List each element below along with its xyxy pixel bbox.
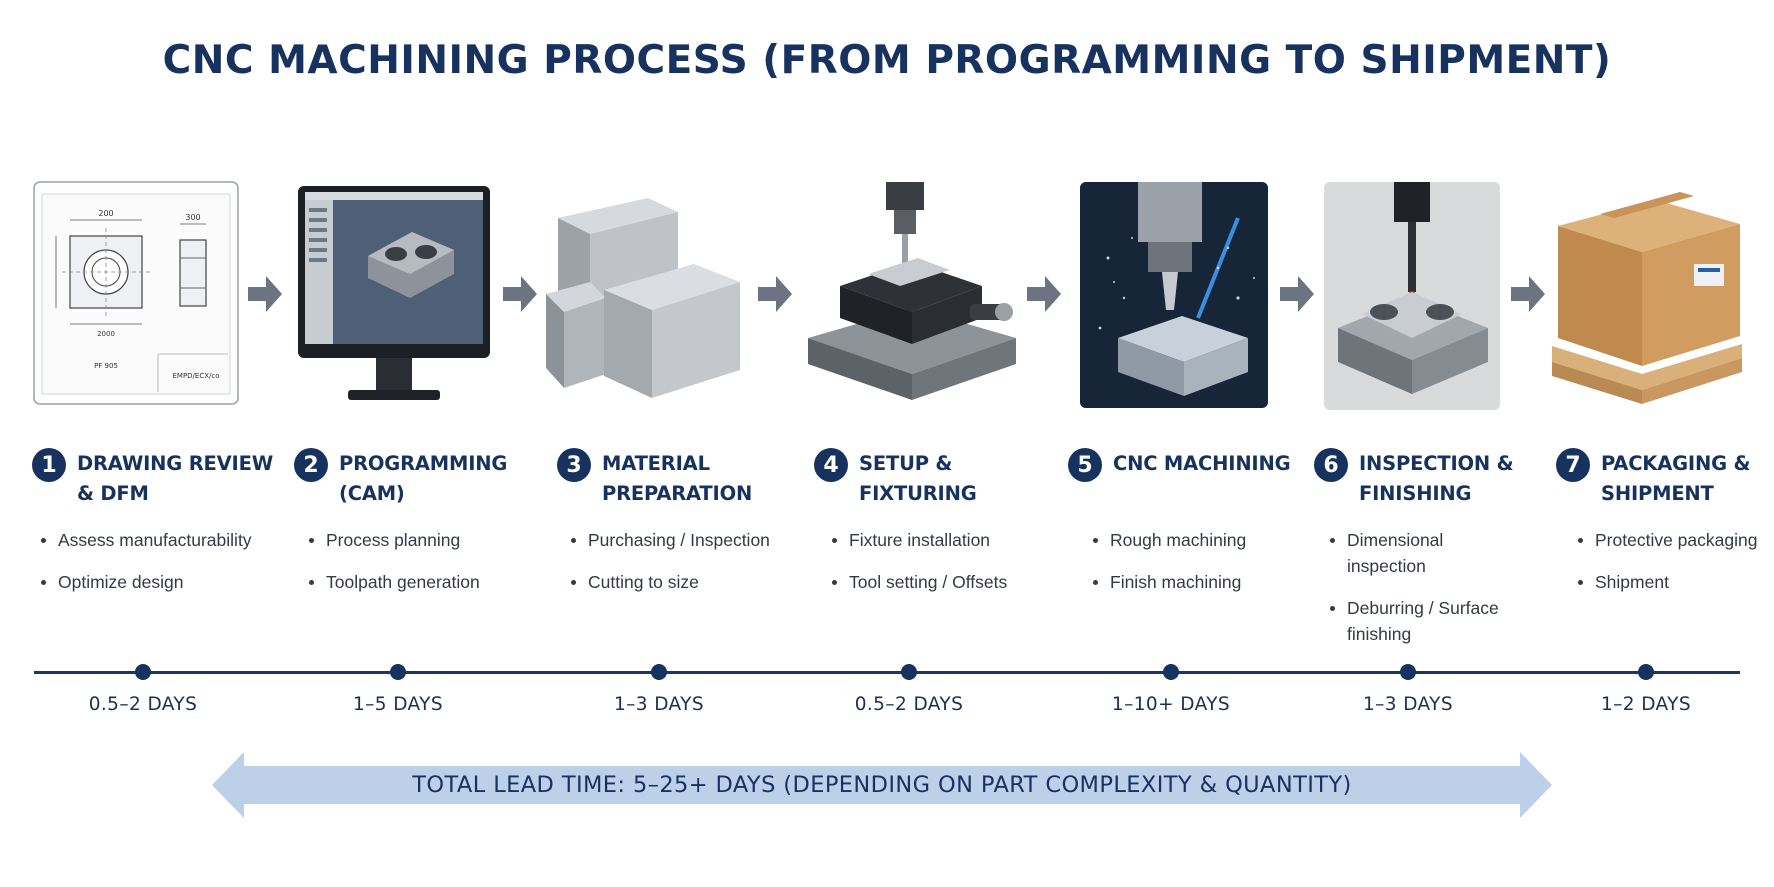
timeline-dot bbox=[390, 664, 406, 680]
duration-label: 1–5 DAYS bbox=[352, 694, 444, 715]
step-4-bullets: Fixture installation Tool setting / Offs… bbox=[824, 527, 1084, 611]
list-item: Deburring / Surface finishing bbox=[1322, 595, 1522, 647]
list-item: Protective packaging bbox=[1570, 527, 1770, 553]
flow-arrow-icon bbox=[248, 276, 282, 312]
step-title: INSPECTION & FINISHING bbox=[1359, 452, 1514, 505]
duration-label: 1–3 DAYS bbox=[613, 694, 705, 715]
list-item: Fixture installation bbox=[824, 527, 1084, 553]
duration-label: 1–10+ DAYS bbox=[1111, 694, 1231, 715]
engineering-drawing-illustration: 200 300 2000 PF 905 EMPD/ECX/co bbox=[33, 181, 239, 405]
step-number-badge: 4 bbox=[814, 448, 848, 482]
metal-blocks-illustration bbox=[546, 198, 740, 398]
step-number-badge: 6 bbox=[1314, 448, 1348, 482]
step-6-heading: 6 INSPECTION & FINISHING bbox=[1314, 448, 1564, 509]
inspection-part-illustration bbox=[1324, 182, 1500, 410]
list-item: Dimensional inspection bbox=[1322, 527, 1522, 579]
step-3-bullets: Purchasing / Inspection Cutting to size bbox=[563, 527, 823, 611]
step-2-bullets: Process planning Toolpath generation bbox=[301, 527, 561, 611]
step-title: PROGRAMMING (CAM) bbox=[339, 452, 508, 505]
list-item: Tool setting / Offsets bbox=[824, 569, 1084, 595]
duration-label: 1–2 DAYS bbox=[1600, 694, 1692, 715]
step-7-bullets: Protective packaging Shipment bbox=[1570, 527, 1770, 611]
timeline-dot bbox=[1163, 664, 1179, 680]
step-number-badge: 1 bbox=[32, 448, 66, 482]
drawing-title-block: EMPD/ECX/co bbox=[172, 372, 219, 380]
step-5-heading: 5 CNC MACHINING bbox=[1068, 448, 1318, 482]
timeline-dot bbox=[901, 664, 917, 680]
step-number-badge: 2 bbox=[294, 448, 328, 482]
vise-fixture-illustration bbox=[808, 182, 1016, 400]
drawing-dim-300: 300 bbox=[185, 213, 200, 222]
flow-arrow-icon bbox=[1511, 276, 1545, 312]
list-item: Process planning bbox=[301, 527, 561, 553]
timeline-dot bbox=[651, 664, 667, 680]
timeline-dot bbox=[1400, 664, 1416, 680]
list-item: Purchasing / Inspection bbox=[563, 527, 823, 553]
list-item: Shipment bbox=[1570, 569, 1770, 595]
list-item: Optimize design bbox=[33, 569, 293, 595]
step-number-badge: 7 bbox=[1556, 448, 1590, 482]
step-title: SETUP & FIXTURING bbox=[859, 452, 977, 505]
page-title: CNC MACHINING PROCESS (FROM PROGRAMMING … bbox=[162, 38, 1612, 83]
step-5-bullets: Rough machining Finish machining bbox=[1085, 527, 1345, 611]
step-1-bullets: Assess manufacturability Optimize design bbox=[33, 527, 293, 611]
step-title: MATERIAL PREPARATION bbox=[602, 452, 753, 505]
step-number-badge: 3 bbox=[557, 448, 591, 482]
drawing-note-pf: PF 905 bbox=[94, 362, 118, 370]
lead-time-double-arrow bbox=[212, 752, 1552, 818]
list-item: Assess manufacturability bbox=[33, 527, 293, 553]
total-lead-time-label: TOTAL LEAD TIME: 5–25+ DAYS (DEPENDING O… bbox=[412, 772, 1352, 798]
step-title: CNC MACHINING bbox=[1113, 452, 1291, 475]
list-item: Cutting to size bbox=[563, 569, 823, 595]
cnc-machining-illustration bbox=[1080, 182, 1268, 408]
duration-label: 1–3 DAYS bbox=[1362, 694, 1454, 715]
flow-arrow-icon bbox=[758, 276, 792, 312]
timeline-axis bbox=[34, 671, 1740, 674]
timeline-dot bbox=[1638, 664, 1654, 680]
list-item: Rough machining bbox=[1085, 527, 1345, 553]
step-2-heading: 2 PROGRAMMING (CAM) bbox=[294, 448, 544, 509]
step-title: DRAWING REVIEW & DFM bbox=[77, 452, 274, 505]
drawing-dim-2000: 2000 bbox=[97, 330, 115, 338]
step-3-heading: 3 MATERIAL PREPARATION bbox=[557, 448, 807, 509]
step-7-heading: 7 PACKAGING & SHIPMENT bbox=[1556, 448, 1766, 509]
drawing-dim-200: 200 bbox=[98, 209, 113, 218]
flow-arrow-icon bbox=[1027, 276, 1061, 312]
duration-label: 0.5–2 DAYS bbox=[88, 694, 198, 715]
cam-monitor-illustration bbox=[298, 186, 490, 400]
timeline-dot bbox=[135, 664, 151, 680]
packaged-pallet-illustration bbox=[1552, 192, 1742, 404]
flow-arrow-icon bbox=[1280, 276, 1314, 312]
flow-arrow-icon bbox=[503, 276, 537, 312]
list-item: Toolpath generation bbox=[301, 569, 561, 595]
duration-label: 0.5–2 DAYS bbox=[854, 694, 964, 715]
step-4-heading: 4 SETUP & FIXTURING bbox=[814, 448, 1064, 509]
list-item: Finish machining bbox=[1085, 569, 1345, 595]
step-6-bullets: Dimensional inspection Deburring / Surfa… bbox=[1322, 527, 1522, 663]
step-1-heading: 1 DRAWING REVIEW & DFM bbox=[32, 448, 282, 509]
step-number-badge: 5 bbox=[1068, 448, 1102, 482]
step-title: PACKAGING & SHIPMENT bbox=[1601, 452, 1751, 505]
